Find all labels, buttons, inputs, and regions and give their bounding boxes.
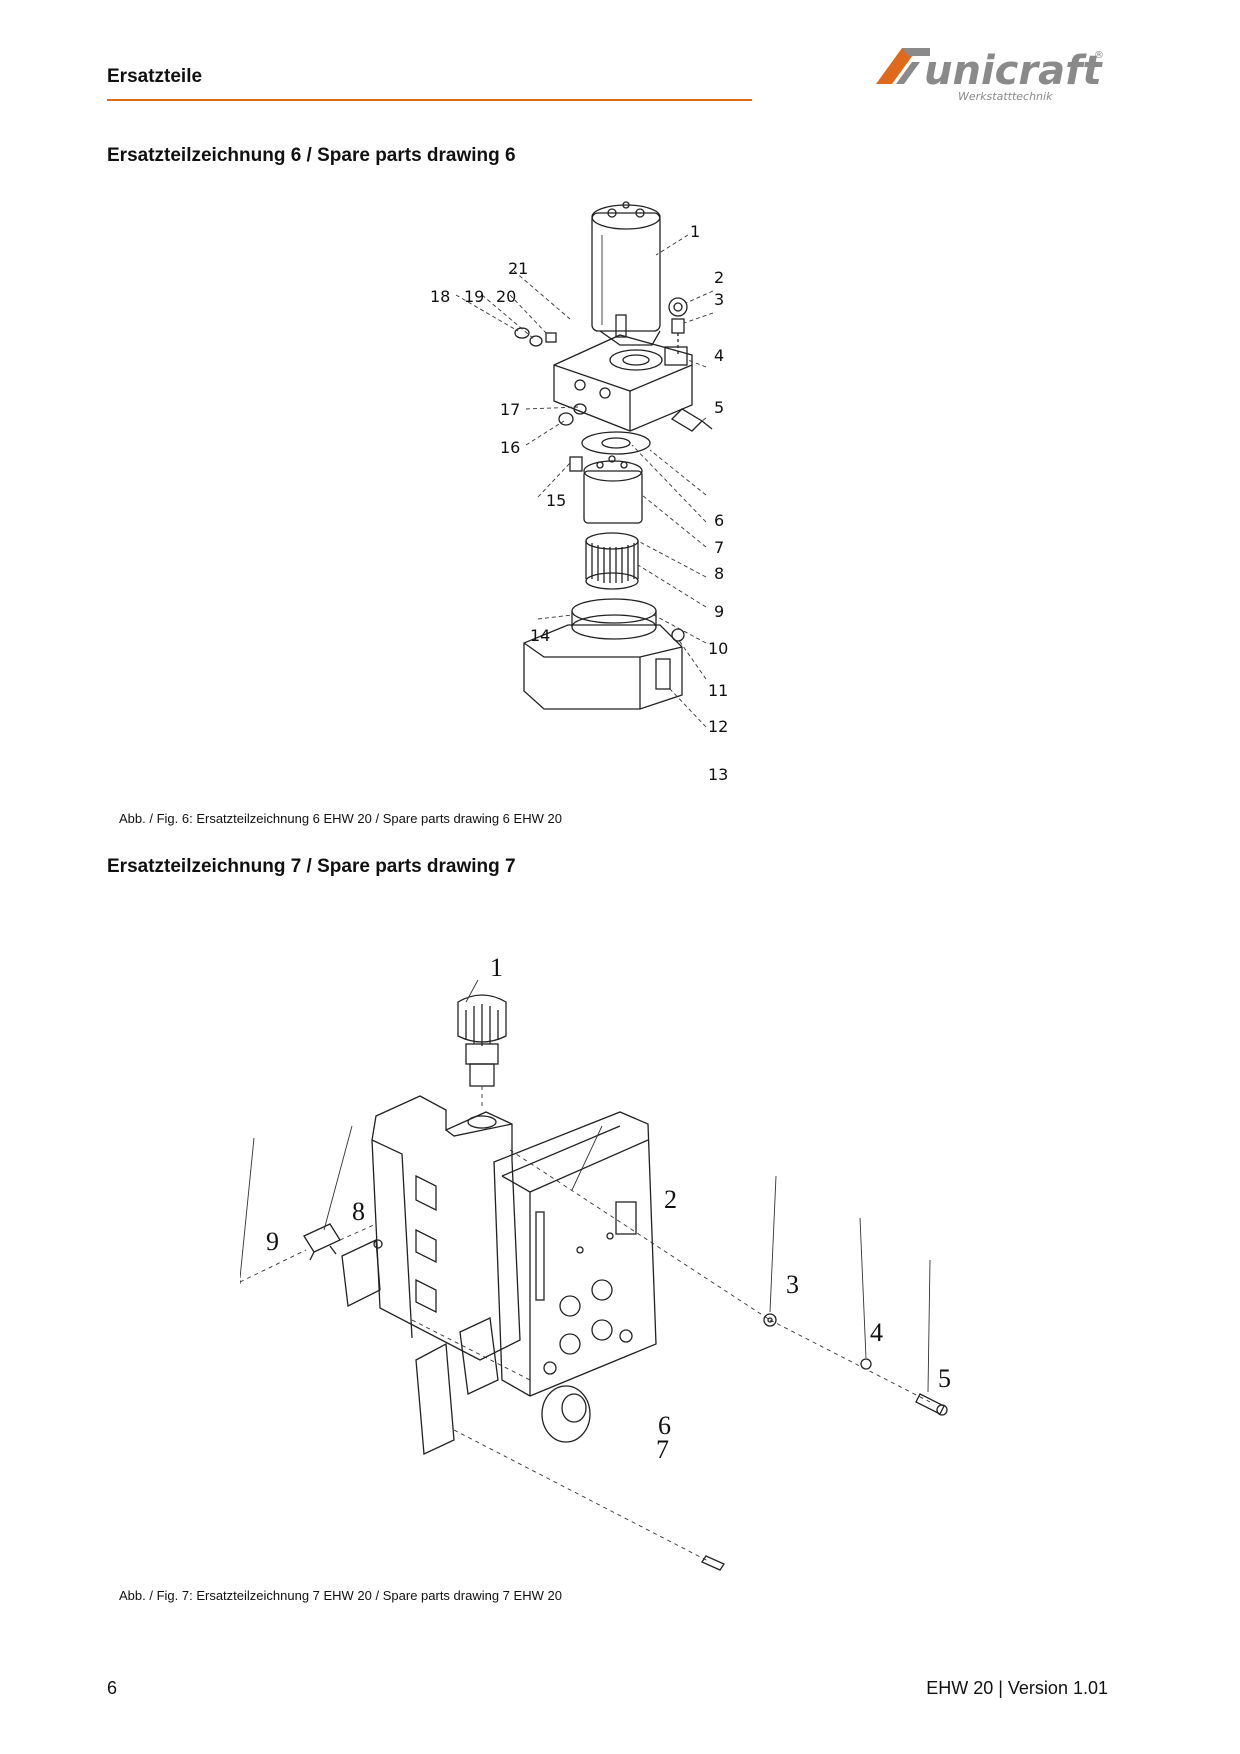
part-label: 8 (352, 1197, 365, 1226)
part-label: 5 (938, 1364, 951, 1393)
part-label: 4 (714, 346, 724, 365)
part-label: 19 (464, 287, 484, 306)
part-label: 1 (690, 222, 700, 241)
part-label: 15 (546, 491, 566, 510)
part-label: 18 (430, 287, 450, 306)
part-label: 14 (530, 626, 550, 645)
part-label: 2 (664, 1185, 677, 1214)
part-label: 3 (714, 290, 724, 309)
page-number: 6 (107, 1678, 118, 1698)
logo-brand: unicraft (924, 48, 1103, 94)
section-title: Ersatzteile (107, 66, 203, 87)
part-label: 5 (714, 398, 724, 417)
part-label: 2 (714, 268, 724, 287)
drawing-6-labels: 1 2 3 4 5 6 7 8 9 10 11 12 13 14 15 16 1… (430, 222, 728, 784)
part-label: 20 (496, 287, 516, 306)
drawing-7-title: Ersatzteilzeichnung 7 / Spare parts draw… (107, 856, 516, 877)
part-label: 17 (500, 400, 520, 419)
part-label: 9 (714, 602, 724, 621)
part-label: 9 (266, 1227, 279, 1256)
part-label: 7 (714, 538, 724, 557)
part-label: 6 (658, 1411, 671, 1440)
drawing-7-caption: Abb. / Fig. 7: Ersatzteilzeichnung 7 EHW… (119, 1588, 562, 1603)
part-label: 21 (508, 259, 528, 278)
unicraft-logo: unicraft ® Werkstatttechnik (876, 48, 1104, 103)
logo-registered: ® (1094, 50, 1104, 61)
logo-tagline: Werkstatttechnik (958, 90, 1053, 103)
part-label: 3 (786, 1270, 799, 1299)
drawing-6-title: Ersatzteilzeichnung 6 / Spare parts draw… (107, 145, 516, 166)
part-label: 6 (714, 511, 724, 530)
logo-mark-icon (876, 48, 930, 84)
part-label: 16 (500, 438, 520, 457)
document-version: EHW 20 | Version 1.01 (926, 1678, 1108, 1698)
drawing-6-leaders (455, 234, 714, 728)
drawing-6: 1 2 3 4 5 6 7 8 9 10 11 12 13 14 15 16 1… (430, 201, 728, 784)
part-label: 11 (708, 681, 728, 700)
part-label: 12 (708, 717, 728, 736)
part-label: 13 (708, 765, 728, 784)
part-label: 4 (870, 1318, 883, 1347)
header-rule (107, 99, 752, 101)
drawing-7-leaders (240, 979, 931, 1393)
drawing-7: 1 2 3 4 5 6 7 8 9 (240, 953, 951, 1571)
drawing-7-dashed-axes (240, 1086, 931, 1563)
part-label: 1 (490, 953, 503, 982)
part-label: 8 (714, 564, 724, 583)
part-label: 7 (656, 1435, 669, 1464)
drawing-7-labels: 1 2 3 4 5 6 7 8 9 (266, 953, 951, 1464)
drawing-6-artwork (514, 201, 713, 710)
part-label: 10 (708, 639, 728, 658)
drawing-7-artwork (240, 994, 948, 1571)
drawing-6-caption: Abb. / Fig. 6: Ersatzteilzeichnung 6 EHW… (119, 811, 562, 826)
